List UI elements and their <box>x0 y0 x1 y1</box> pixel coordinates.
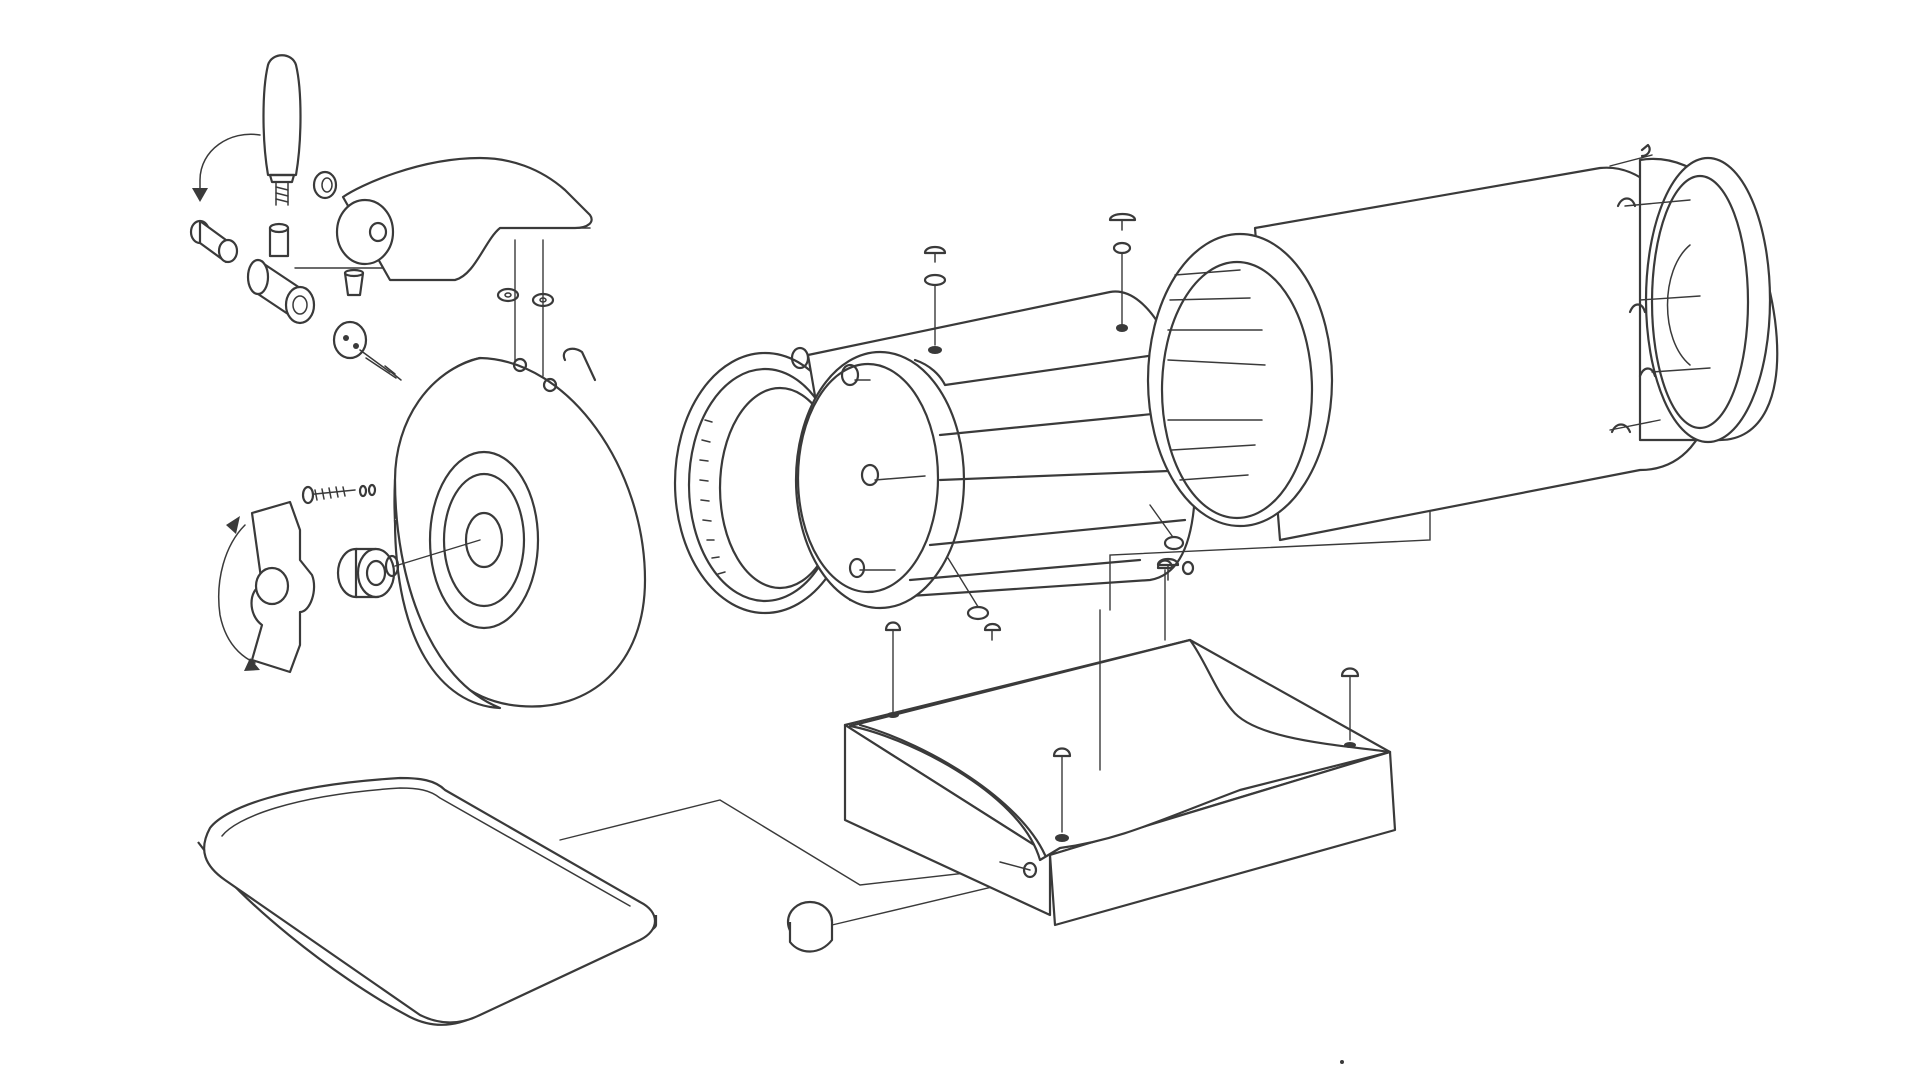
pad-to-cradle-link <box>559 799 1011 886</box>
tap-faceplate-screws <box>359 349 402 381</box>
hub-bolt <box>301 483 377 505</box>
hub-nut <box>336 547 400 599</box>
bracket-mount-axes <box>514 239 544 377</box>
tap-bracket-housing <box>335 156 593 282</box>
end-cap-plug <box>786 900 834 953</box>
hub-axis <box>394 539 481 567</box>
tap-body-cylinder <box>246 258 316 325</box>
tap-handle-assembly <box>189 54 593 381</box>
tap-lever-socket <box>268 222 290 258</box>
tap-small-nozzle <box>343 268 365 297</box>
handle-threaded-stud <box>275 181 289 206</box>
barrel-bracket-line <box>1109 511 1431 611</box>
adjustment-knob <box>250 500 316 674</box>
rear-end-cap <box>1609 143 1779 444</box>
inner-sleeve <box>790 290 1197 610</box>
bracket-washers <box>496 287 555 308</box>
outer-barrel <box>1146 166 1717 542</box>
rotate-direction-arrow <box>192 133 261 202</box>
cradle-base <box>843 638 1397 927</box>
grinding-wheel <box>393 356 647 710</box>
sleeve-bottom-fasteners <box>947 504 1195 641</box>
knob-rotation-arrows <box>217 516 260 671</box>
wheel-top-clip <box>562 347 597 382</box>
tap-o-ring <box>312 170 338 200</box>
rubber-foot-pad <box>197 776 658 1026</box>
cradle-pins <box>884 559 1360 842</box>
paper-speck <box>1340 1060 1344 1064</box>
tap-spool-pin <box>189 219 239 264</box>
tap-lever-handle <box>262 54 302 184</box>
sleeve-top-fasteners <box>923 212 1137 354</box>
tap-faceplate-disc <box>332 320 368 360</box>
